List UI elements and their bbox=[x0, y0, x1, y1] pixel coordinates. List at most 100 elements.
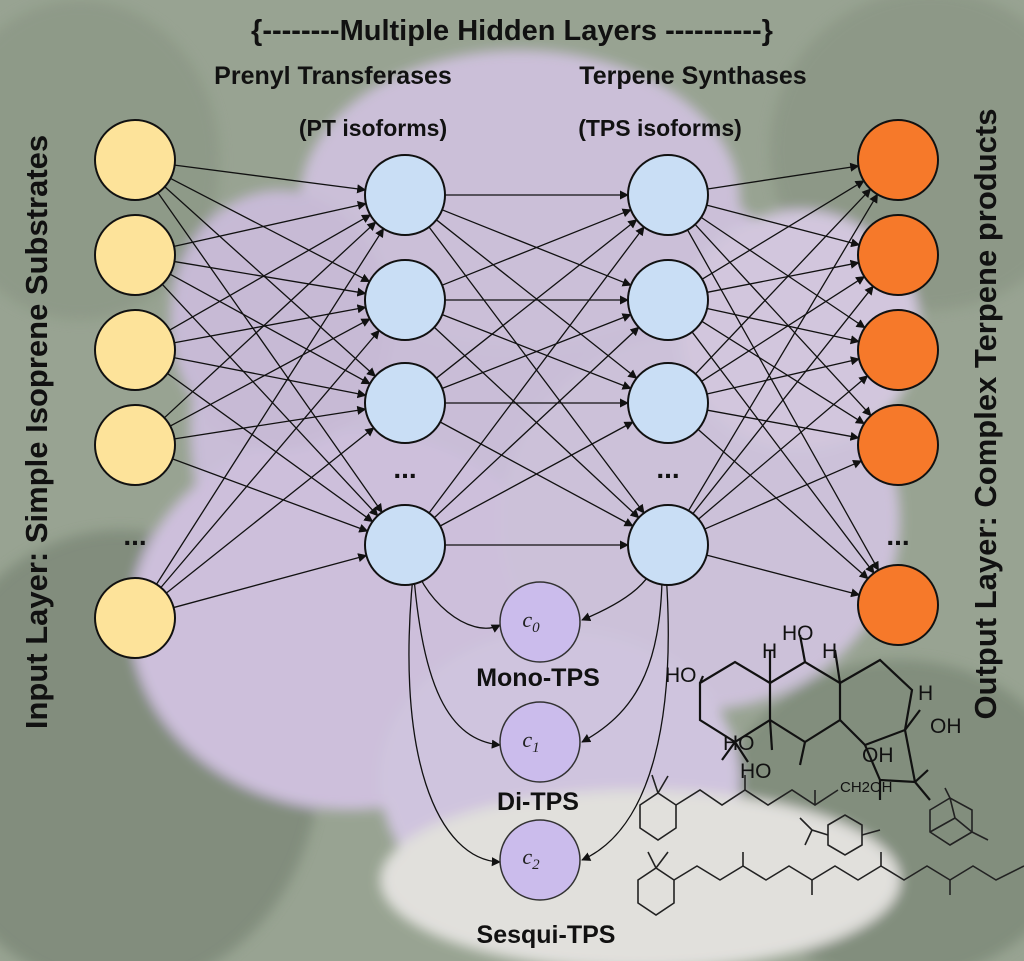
terpene-structure-atom-labels: HO HO H H H HO HO OH OH bbox=[665, 622, 962, 783]
input-node-4 bbox=[94, 577, 176, 659]
terpene-structure-retinol bbox=[639, 774, 839, 841]
input-pt-edge-2-3 bbox=[167, 372, 374, 523]
tps-output-edge-0-2 bbox=[700, 216, 866, 329]
tps-output-edge-2-1 bbox=[701, 276, 866, 382]
tps-output-edge-3-1 bbox=[692, 285, 874, 515]
atom-label-ho-1: HO bbox=[665, 664, 697, 687]
input-pt-edge-0-0 bbox=[174, 164, 367, 194]
input-node-1 bbox=[94, 214, 176, 296]
input-pt-edge-3-0 bbox=[163, 221, 377, 419]
input-pt-edge-3-2 bbox=[174, 405, 367, 440]
output-ellipsis: ... bbox=[886, 520, 909, 551]
tps-output-edge-0-3 bbox=[694, 223, 872, 417]
class-node-c0 bbox=[499, 581, 581, 663]
pt-ellipsis: ... bbox=[393, 453, 416, 484]
multiple-hidden-layers-title: {--------Multiple Hidden Layers --------… bbox=[251, 15, 773, 47]
input-pt-edge-2-1 bbox=[174, 304, 367, 344]
input-pt-edge-2-2 bbox=[174, 357, 367, 399]
output-node-2 bbox=[857, 309, 939, 391]
input-node-2 bbox=[94, 309, 176, 391]
tps-output-edge-0-0 bbox=[707, 162, 860, 190]
class-name-di-tps: Di-TPS bbox=[497, 788, 579, 816]
class-node-label-c2: c2 bbox=[522, 844, 540, 873]
output-node-4 bbox=[857, 564, 939, 646]
input-pt-edge-4-0 bbox=[155, 227, 385, 585]
input-pt-edge-0-3 bbox=[157, 192, 383, 513]
class-node-c1 bbox=[499, 701, 581, 783]
terpene-structure-pinene bbox=[929, 787, 989, 846]
class-arrow-pt-to-c1 bbox=[411, 549, 501, 749]
class-name-mono-tps: Mono-TPS bbox=[476, 664, 600, 692]
input-ellipsis: ... bbox=[123, 520, 146, 551]
class-symbol-c0: c bbox=[522, 607, 532, 632]
pt-tps-edge-3-0 bbox=[428, 226, 645, 514]
terpene-structure-carotene bbox=[637, 851, 1024, 916]
atom-label-ho-4: HO bbox=[740, 760, 772, 783]
output-node-1 bbox=[857, 214, 939, 296]
tps-node-2 bbox=[627, 362, 709, 444]
atom-label-h-1: H bbox=[762, 640, 777, 663]
tps-ellipsis: ... bbox=[656, 453, 679, 484]
input-pt-edge-3-3 bbox=[172, 458, 369, 533]
class-node-c2 bbox=[499, 819, 581, 901]
input-pt-edge-1-0 bbox=[173, 201, 367, 247]
tps-output-edge-3-0 bbox=[687, 193, 879, 511]
atom-label-oh-2: OH bbox=[862, 744, 894, 767]
connection-edges bbox=[155, 162, 879, 609]
class-symbol-c1: c bbox=[522, 727, 532, 752]
tps-output-edge-1-0 bbox=[701, 180, 865, 280]
class-arrow-tps-to-c2 bbox=[581, 547, 669, 861]
tps-node-3 bbox=[627, 504, 709, 586]
pt-layer-subtitle: (PT isoforms) bbox=[299, 115, 447, 141]
class-node-label-c0: c0 bbox=[522, 607, 540, 636]
input-pt-edge-2-0 bbox=[169, 214, 372, 331]
atom-label-oh-1: OH bbox=[930, 715, 962, 738]
atom-label-ho-2: HO bbox=[782, 622, 814, 645]
input-pt-edge-0-2 bbox=[164, 186, 376, 377]
input-pt-edge-4-3 bbox=[173, 553, 368, 609]
pt-node-3 bbox=[364, 504, 446, 586]
atom-label-h-2: H bbox=[822, 640, 837, 663]
class-subscript-c2: 2 bbox=[532, 857, 540, 873]
output-node-0 bbox=[857, 119, 939, 201]
class-arrow-pt-to-c2 bbox=[408, 547, 501, 867]
pt-tps-edge-3-2 bbox=[439, 421, 634, 527]
class-subscript-c1: 1 bbox=[532, 740, 540, 756]
atom-label-ch2oh: CH2OH bbox=[840, 779, 893, 796]
input-pt-edge-1-2 bbox=[169, 273, 371, 385]
tps-node-1 bbox=[627, 259, 709, 341]
class-node-label-c1: c1 bbox=[522, 727, 539, 756]
network-nodes bbox=[94, 119, 939, 901]
pt-tps-edge-2-1 bbox=[442, 313, 632, 390]
tps-layer-subtitle: (TPS isoforms) bbox=[578, 115, 742, 141]
atom-label-h-3: H bbox=[918, 682, 933, 705]
pt-tps-edge-1-0 bbox=[441, 208, 632, 286]
class-arrows bbox=[408, 547, 669, 867]
tps-output-edge-3-4 bbox=[706, 554, 861, 598]
input-pt-edge-1-3 bbox=[161, 283, 379, 517]
tps-output-edge-2-0 bbox=[695, 188, 872, 375]
class-arrow-tps-to-c1 bbox=[581, 547, 663, 743]
input-node-3 bbox=[94, 404, 176, 486]
tps-output-edge-2-2 bbox=[706, 356, 860, 395]
input-pt-edge-1-1 bbox=[174, 260, 367, 297]
output-layer-label: Output Layer: Complex Terpene products bbox=[968, 109, 1003, 720]
input-layer-label: Input Layer: Simple Isoprene Substrates bbox=[19, 135, 54, 729]
class-name-sesqui-tps: Sesqui-TPS bbox=[477, 921, 616, 949]
pt-node-2 bbox=[364, 362, 446, 444]
tps-output-edge-0-1 bbox=[706, 204, 861, 248]
tps-output-edge-3-2 bbox=[698, 375, 869, 520]
terpene-structure-limonene bbox=[799, 814, 881, 856]
pt-tps-edge-3-1 bbox=[433, 326, 640, 519]
tps-output-edge-2-3 bbox=[707, 409, 860, 441]
output-node-3 bbox=[857, 404, 939, 486]
tps-output-edge-3-3 bbox=[704, 460, 863, 530]
tps-output-edge-2-4 bbox=[697, 428, 869, 580]
input-pt-edge-0-1 bbox=[170, 177, 371, 283]
input-pt-edge-4-1 bbox=[160, 329, 380, 588]
input-pt-edge-4-2 bbox=[165, 427, 375, 594]
class-subscript-c0: 0 bbox=[532, 620, 540, 636]
tps-layer-title: Terpene Synthases bbox=[579, 62, 806, 90]
tps-node-0 bbox=[627, 154, 709, 236]
